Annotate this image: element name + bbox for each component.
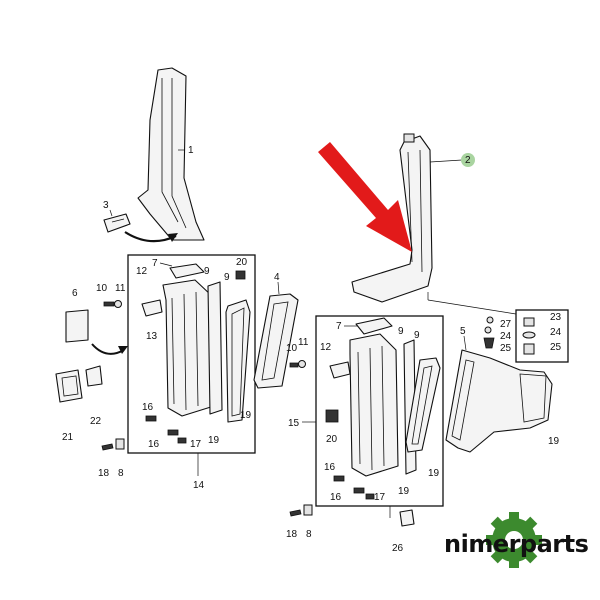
callout-20a: 20 [236, 257, 248, 268]
callout-17a: 17 [190, 439, 202, 450]
part-8-nut-right [303, 504, 313, 516]
part-11-washer [114, 300, 122, 308]
callout-25a: 25 [500, 343, 512, 354]
callout-19c: 19 [428, 468, 440, 479]
part-6-seal [65, 309, 89, 343]
callout-9a: 9 [204, 266, 210, 277]
gear-tooth [509, 558, 519, 568]
callout-16b: 16 [148, 439, 160, 450]
callout-8a: 8 [118, 468, 124, 479]
callout-11a: 11 [115, 283, 126, 294]
callout-18a: 18 [98, 468, 110, 479]
part-20-clip-right [325, 409, 339, 423]
callout-7a: 7 [152, 258, 158, 269]
callout-21: 21 [62, 432, 74, 443]
red-arrow [318, 142, 412, 252]
part-5-duct [445, 349, 553, 453]
part-4-duct [253, 293, 299, 389]
callout-24a: 24 [500, 331, 512, 342]
part-duct-right [329, 317, 417, 477]
callout-24b: 24 [550, 327, 562, 338]
part-10-screw [103, 301, 115, 307]
callout-10b: 10 [286, 343, 298, 354]
brand-logo-text: nimerparts [444, 530, 589, 558]
part-27-fastener-group [483, 316, 495, 349]
part-3-clip [103, 213, 131, 233]
callout-3: 3 [103, 200, 109, 211]
brand-logo: nimerparts [444, 512, 589, 568]
callout-8b: 8 [306, 529, 312, 540]
callout-9d: 9 [414, 330, 420, 341]
callout-12b: 12 [320, 342, 332, 353]
part-17-clip-a [177, 437, 187, 444]
callout-17b: 17 [374, 492, 386, 503]
callout-19-under-a: 19 [208, 435, 220, 446]
part-26-bracket [399, 509, 415, 527]
part-18-screw-right [289, 509, 302, 517]
part-8-nut-left [115, 438, 125, 450]
callout-16c: 16 [324, 462, 336, 473]
gear-icon [486, 512, 542, 568]
callout-14: 14 [193, 480, 205, 491]
part-16-clip-a [145, 415, 157, 422]
callout-27: 27 [500, 319, 512, 330]
part-21-filter [55, 369, 83, 403]
callout-5: 5 [460, 326, 466, 337]
callout-4: 4 [274, 272, 280, 283]
part-duct-left [141, 263, 251, 423]
part-16-clip-b [167, 429, 179, 436]
callout-2-badge [461, 153, 475, 167]
callout-12a: 12 [136, 266, 148, 277]
part-23-fastener [522, 317, 536, 355]
callout-15: 15 [288, 418, 300, 429]
callout-7b: 7 [336, 321, 342, 332]
gear-tooth [509, 512, 519, 522]
part-2-pillar-trim [351, 133, 433, 303]
box-15 [315, 315, 444, 507]
callout-9c: 9 [398, 326, 404, 337]
box-14 [127, 254, 256, 454]
callout-19b: 19 [398, 486, 410, 497]
callout-26: 26 [392, 543, 404, 554]
box-23 [515, 309, 569, 363]
part-16-clip-c [333, 475, 345, 482]
callout-1: 1 [188, 145, 194, 156]
callout-11b: 11 [298, 337, 309, 348]
callout-9b: 9 [224, 272, 230, 283]
callout-10: 10 [96, 283, 108, 294]
callout-23: 23 [550, 312, 562, 323]
callout-16d: 16 [330, 492, 342, 503]
part-11-washer-right [298, 360, 306, 368]
callout-18b: 18 [286, 529, 298, 540]
callout-22: 22 [90, 416, 102, 427]
part-22-cover [85, 365, 103, 387]
part-1-pillar-trim [137, 67, 205, 241]
callout-19a: 19 [240, 410, 252, 421]
part-18-screw-left [101, 443, 114, 451]
part-19-seal-right [405, 357, 441, 453]
part-16-clip-d [353, 487, 365, 494]
callout-25b: 25 [550, 342, 562, 353]
callout-6: 6 [72, 288, 78, 299]
callout-2: 2 [465, 155, 471, 166]
callout-19d: 19 [548, 436, 560, 447]
callout-13: 13 [146, 331, 158, 342]
part-17-clip-b [365, 493, 375, 500]
part-20-clip-left [235, 270, 246, 280]
part-10-screw-right [289, 362, 299, 368]
callout-20b: 20 [326, 434, 338, 445]
callout-16a: 16 [142, 402, 154, 413]
